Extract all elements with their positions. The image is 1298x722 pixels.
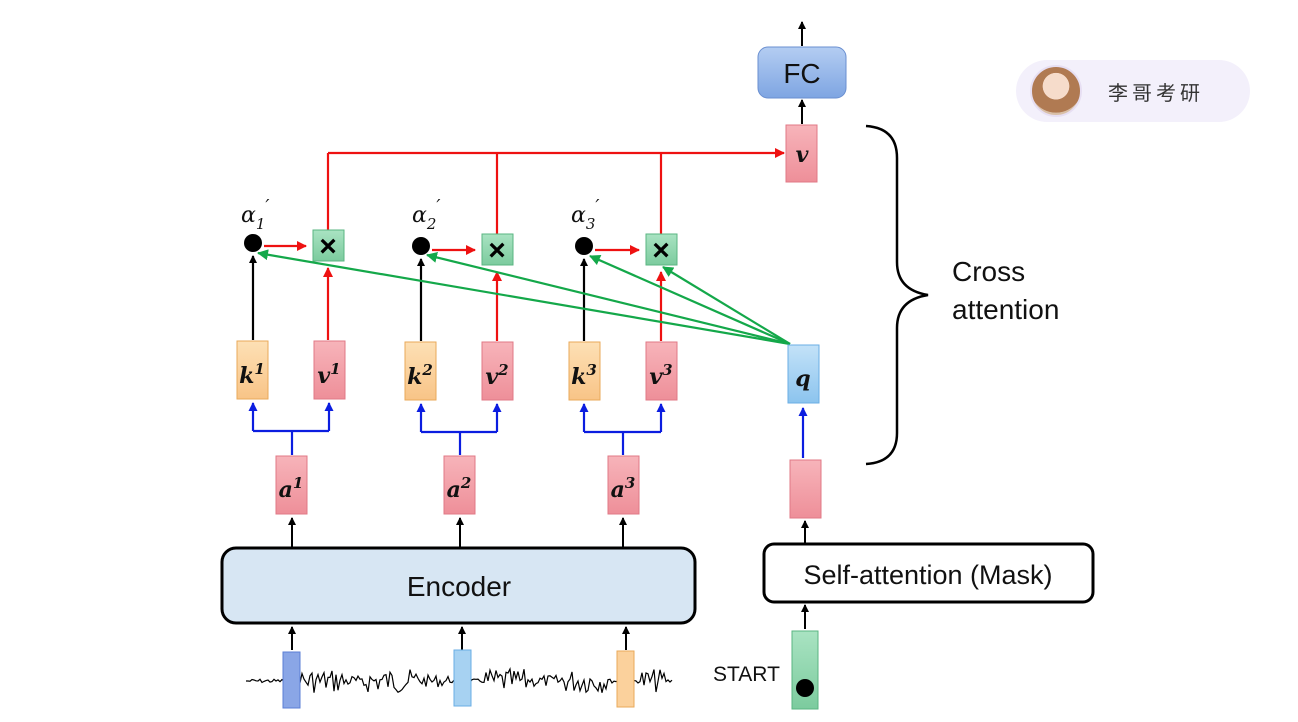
audio-frame-2 (453, 649, 472, 707)
multiply-1-box (312, 229, 345, 262)
output-v-box (785, 124, 818, 183)
a2-box (443, 455, 476, 515)
k3-box (568, 341, 601, 401)
multiply-1-symbol: × (319, 230, 337, 263)
a3-box (607, 455, 640, 515)
multiply-2-symbol: × (488, 234, 506, 267)
alpha-3-label: α3′ (571, 196, 600, 233)
cross-attention-label-line1: Cross (952, 256, 1025, 287)
start-token-dot (796, 679, 814, 697)
k2-label: k2 (407, 361, 433, 390)
cross-attention-brace (865, 124, 929, 466)
query-attention-lines (257, 249, 791, 346)
v1-label: v1 (317, 360, 340, 389)
k1-label: k1 (239, 360, 265, 389)
a1-projection-lines (248, 402, 334, 455)
self-attention-label: Self-attention (Mask) (803, 560, 1052, 590)
avatar (1030, 65, 1082, 117)
fc-box (757, 46, 847, 99)
encoder-label: Encoder (407, 571, 511, 602)
k3-label: k3 (571, 361, 597, 390)
encoder-box (220, 546, 697, 625)
a1-box (275, 455, 308, 515)
v3-label: v3 (649, 361, 672, 390)
multiply-3-box (645, 233, 678, 266)
v3-box (645, 341, 678, 401)
audio-frame-1 (282, 651, 301, 709)
start-token-box (791, 630, 819, 710)
k1-box (236, 340, 269, 400)
output-v-label: v (796, 142, 809, 168)
weighted-sum-lines (326, 148, 785, 234)
q-box (787, 344, 820, 404)
multiply-3-symbol: × (652, 234, 670, 267)
self-attention-box (762, 542, 1095, 604)
v2-box (481, 341, 514, 401)
cross-attention-label-line2: attention (952, 294, 1059, 325)
start-label: START (713, 663, 780, 686)
alpha-3-node (575, 237, 593, 255)
alpha-1-label: α1′ (241, 196, 270, 233)
decoder-vector-box (789, 459, 822, 519)
v2-label: v2 (485, 361, 508, 390)
q-label: q (795, 366, 810, 392)
alpha-1-node (244, 234, 262, 252)
v1-box (313, 340, 346, 400)
fc-label: FC (783, 58, 820, 89)
a3-label: a3 (611, 474, 636, 503)
watermark-badge: 李哥考研 (1016, 60, 1250, 122)
k2-box (404, 341, 437, 401)
a2-projection-lines (416, 403, 502, 455)
a1-label: a1 (279, 474, 304, 503)
alpha-2-label: α2′ (412, 196, 441, 233)
a2-label: a2 (447, 474, 472, 503)
audio-frame-3 (616, 650, 635, 708)
multiply-2-box (481, 233, 514, 266)
a3-projection-lines (579, 403, 666, 455)
watermark-text: 李哥考研 (1108, 80, 1204, 105)
alpha-2-node (412, 237, 430, 255)
